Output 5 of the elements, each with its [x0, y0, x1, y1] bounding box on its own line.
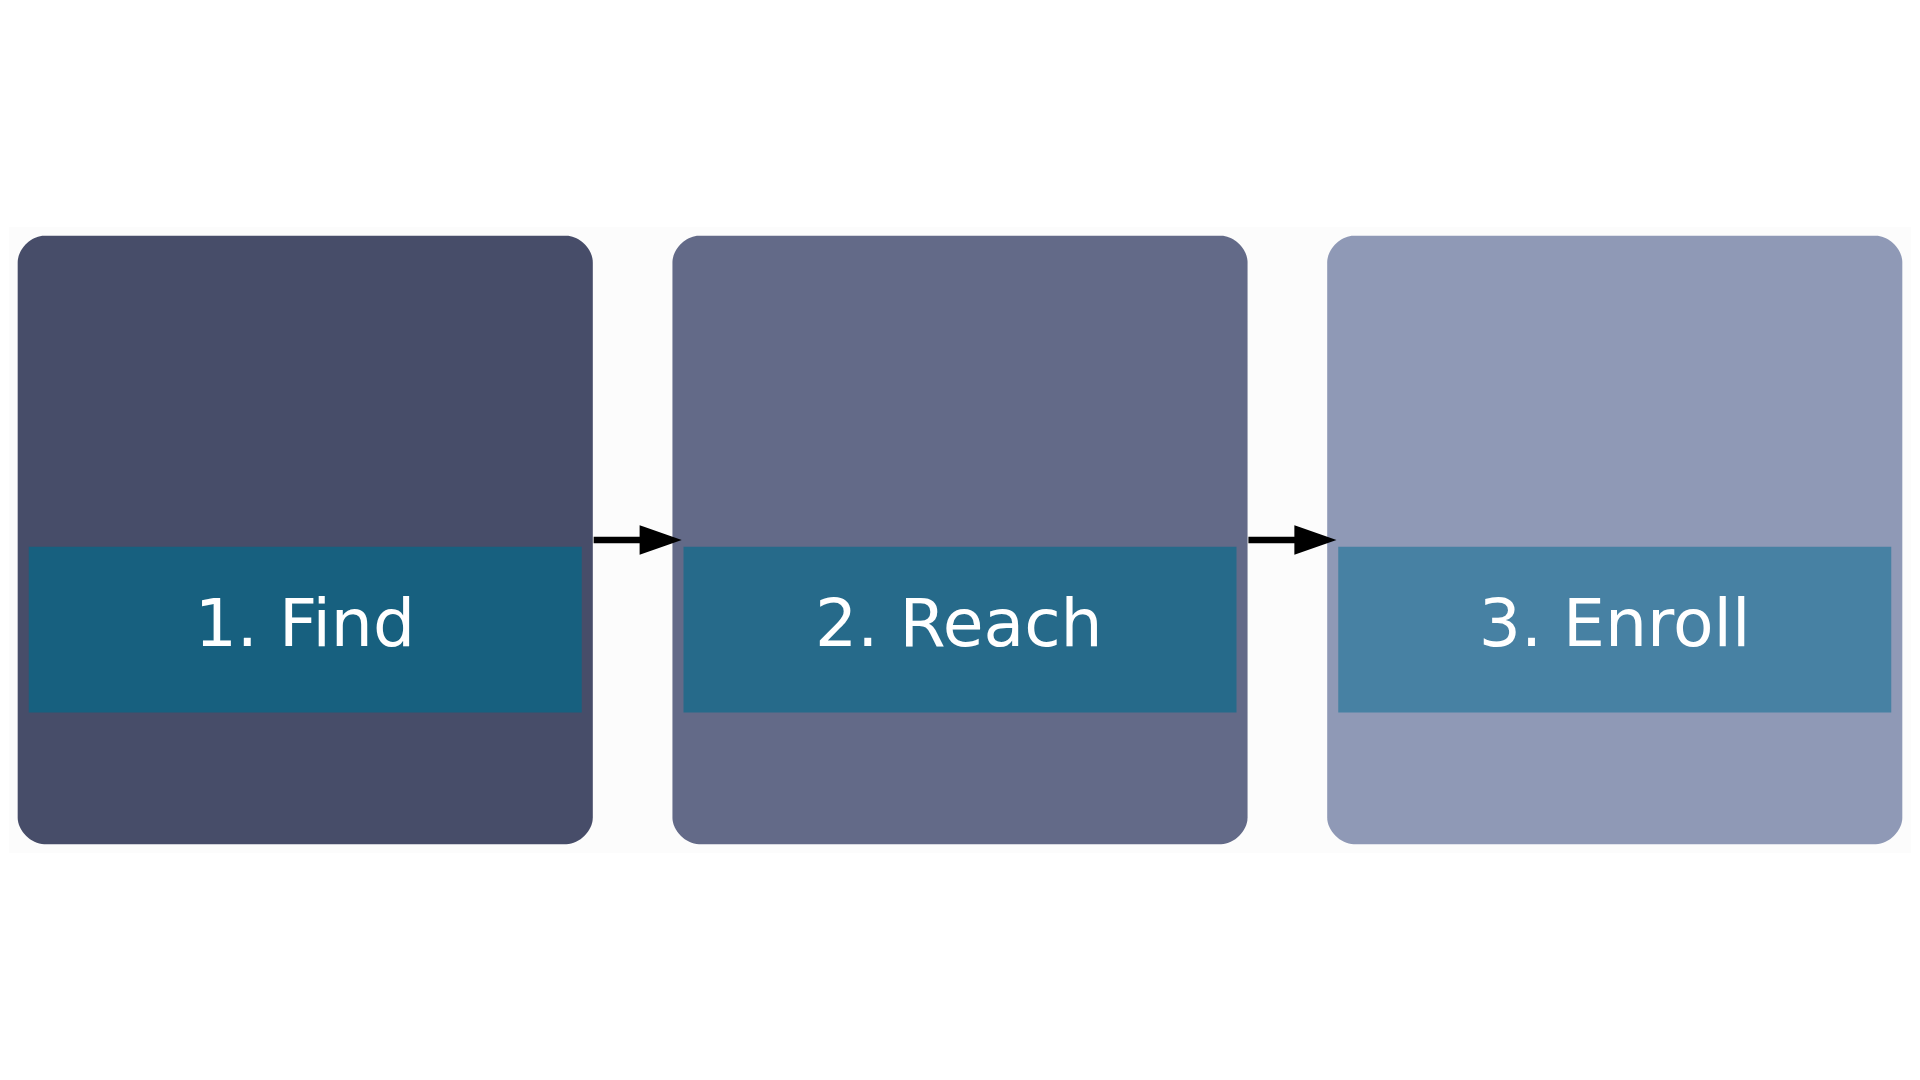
arrow	[593, 525, 682, 555]
node-box: 3. Enroll	[1327, 235, 1903, 845]
arrow	[1248, 525, 1337, 555]
node-box: 2. Reach	[672, 235, 1248, 845]
node-box: 1. Find	[17, 235, 593, 845]
